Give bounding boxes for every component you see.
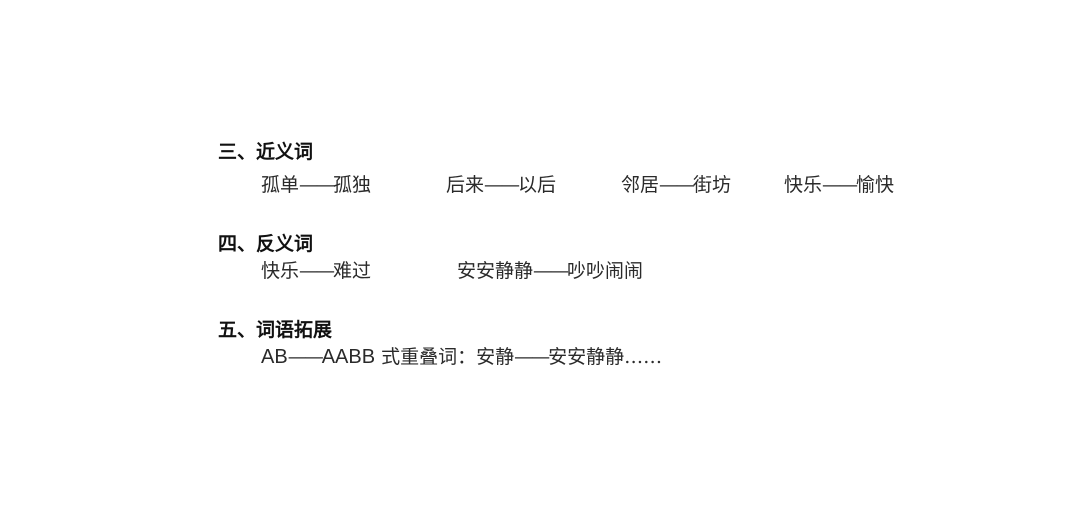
word-a: 后来 (446, 174, 485, 196)
section-word-expansion: 五、词语拓展 AB——AABB 式重叠词：安静——安安静静…… (218, 318, 662, 370)
word-pair: 邻居——街坊 (621, 172, 784, 198)
word-pair: 孤单——孤独 (261, 172, 446, 198)
word-pair-row: 快乐——难过 安安静静——吵吵闹闹 (261, 258, 643, 284)
word-a: 孤单 (261, 174, 300, 196)
dash: —— (822, 174, 858, 196)
expansion-row: AB——AABB 式重叠词：安静——安安静静…… (261, 344, 662, 370)
word-b: 以后 (518, 174, 557, 196)
word-pair-row: 孤单——孤独 后来——以后 邻居——街坊 快乐——愉快 (261, 172, 894, 198)
word-b: 街坊 (693, 174, 732, 196)
example-b: 安安静静 (548, 346, 625, 368)
word-b: 吵吵闹闹 (567, 260, 644, 282)
dash: —— (533, 260, 569, 282)
word-pair: 后来——以后 (446, 172, 621, 198)
example-a: 安静 (476, 346, 515, 368)
word-a: 快乐 (784, 174, 823, 196)
word-b: 难过 (333, 260, 372, 282)
section-synonyms: 三、近义词 孤单——孤独 后来——以后 邻居——街坊 快乐——愉快 (218, 140, 894, 198)
pattern-b: AABB (321, 346, 376, 368)
word-pair: 快乐——愉快 (784, 172, 894, 198)
word-b: 愉快 (856, 174, 895, 196)
section-antonyms: 四、反义词 快乐——难过 安安静静——吵吵闹闹 (218, 232, 643, 284)
ellipsis: …… (624, 346, 663, 368)
word-a: 安安静静 (457, 260, 534, 282)
dash: —— (287, 346, 324, 368)
dash: —— (484, 174, 520, 196)
dash: —— (514, 346, 550, 368)
section-heading: 五、词语拓展 (218, 319, 333, 341)
word-a: 邻居 (621, 174, 660, 196)
section-heading: 三、近义词 (218, 141, 314, 163)
section-heading: 四、反义词 (218, 233, 314, 255)
word-pair: 快乐——难过 (261, 258, 457, 284)
dash: —— (299, 260, 335, 282)
pattern-label: 式重叠词： (375, 346, 477, 368)
dash: —— (299, 174, 335, 196)
pattern-a: AB (261, 346, 288, 368)
word-pair: 安安静静——吵吵闹闹 (457, 258, 643, 284)
dash: —— (659, 174, 695, 196)
word-a: 快乐 (261, 260, 300, 282)
word-b: 孤独 (333, 174, 372, 196)
